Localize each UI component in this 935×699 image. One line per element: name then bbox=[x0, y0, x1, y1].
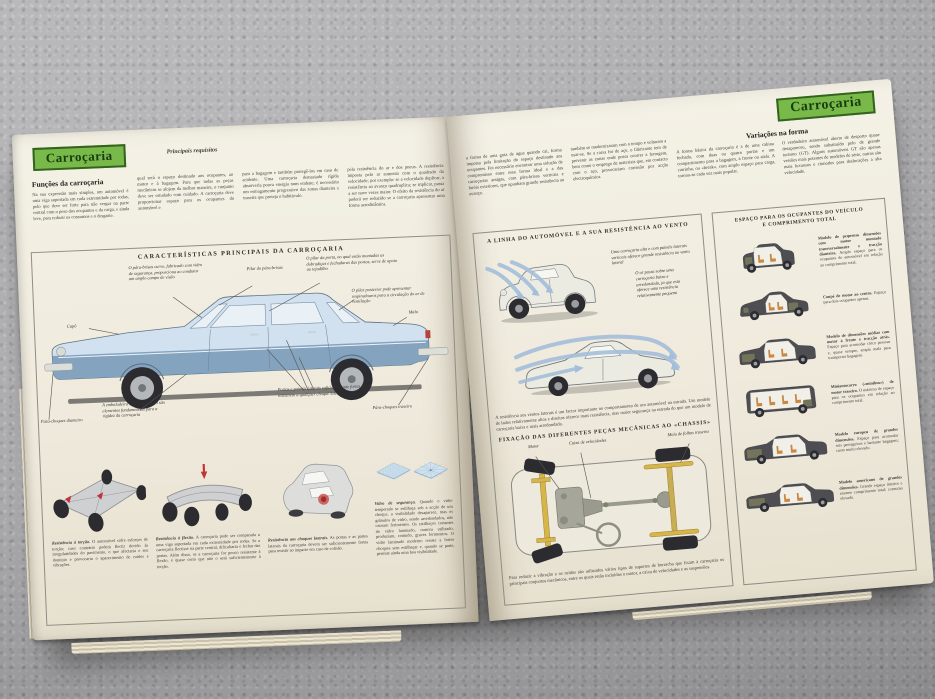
right-main-columns: A LINHA DO AUTOMÓVEL E A SUA RESISTÊNCIA… bbox=[472, 197, 917, 606]
intro-paragraph: para a bagagem e também protegê-los em c… bbox=[242, 167, 340, 201]
medium-sedan-cutaway bbox=[739, 338, 816, 368]
variations-paragraph: A forma básica da carroçaria é a de uma … bbox=[676, 141, 776, 179]
vehicle-row-small-car: Modelo de pequenas dimensões com motor m… bbox=[721, 224, 884, 283]
label-leader-lines bbox=[48, 282, 429, 420]
modern-coupe-illustration bbox=[514, 334, 680, 397]
old-car-illustration bbox=[485, 260, 598, 323]
wind-label-tall-body: Uma carroçaria alta e com painéis latera… bbox=[610, 242, 690, 266]
intro-column-2: qual será o espaço destinado aos ocupant… bbox=[137, 172, 235, 218]
vehicle-row-minibus: Miniautocarro («minibus») de motor trase… bbox=[733, 367, 896, 426]
large-euro-sedan-cutaway bbox=[744, 434, 828, 464]
chassis-label-gearbox: Caixa de velocidades bbox=[568, 437, 607, 446]
chassis-label-engine: Motor bbox=[527, 443, 540, 450]
figure-flexion: Resistência à flexão. A carroçaria pode … bbox=[152, 450, 263, 614]
intro-paragraph: pela resistência do ar e dos pneus. A re… bbox=[347, 162, 445, 208]
intro-column-3: para a bagagem e também protegê-los em c… bbox=[242, 167, 340, 213]
vehicle-caption: Modelo europeu de grandes dimensões. Esp… bbox=[834, 426, 899, 454]
vehicle-caption: Modelo de dimensões médias com motor à f… bbox=[826, 328, 891, 361]
figure-caption: Resistência à torção. O automóvel sofre … bbox=[51, 536, 149, 568]
right-page: Carroçaria a forma de uma gota de água q… bbox=[446, 78, 934, 622]
figure-caption: Resistência à flexão. A carroçaria pode … bbox=[155, 531, 261, 570]
intro-columns: Funções da carroçaria Na sua expressão m… bbox=[32, 163, 445, 222]
vehicle-caption: Coupé de motor ao centro. Espaço para do… bbox=[822, 288, 887, 305]
figure-torsion: Resistência à torção. O automóvel sofre … bbox=[48, 455, 151, 619]
figure-safety-glass: Vidro de segurança. Quando o vidro tempe… bbox=[372, 442, 457, 605]
variations-block: Variações na forma A forma básica da car… bbox=[675, 120, 882, 185]
safety-glass-illustration bbox=[376, 462, 448, 480]
car-label-hood: Capô bbox=[66, 323, 77, 329]
chassis-illustration bbox=[510, 443, 712, 564]
variations-paragraph: O verdadeiro automóvel aberto de desport… bbox=[781, 132, 882, 176]
vehicle-caption: Modelo de pequenas dimensões com motor m… bbox=[817, 230, 883, 268]
top-paragraph: a forma de uma gota de água quando cai, … bbox=[465, 147, 565, 197]
left-page: Carroçaria Principais requisitos Funções… bbox=[11, 116, 479, 641]
heading-funcoes-carrocaria: Funções da carroçaria bbox=[31, 177, 104, 190]
small-car-cutaway bbox=[742, 242, 795, 273]
wind-section-frame: A LINHA DO AUTOMÓVEL E A SUA RESISTÊNCIA… bbox=[472, 213, 734, 606]
vehicle-row-american-sedan: Modelo americano de grandes dimensões. G… bbox=[741, 463, 904, 522]
right-top-columns: a forma de uma gota de água quando cai, … bbox=[466, 120, 883, 203]
body-shell-illustration bbox=[283, 463, 354, 519]
car-label-sill: A embaladeira e o revestimento são eleme… bbox=[102, 399, 166, 419]
main-car-illustration bbox=[44, 282, 449, 420]
torsion-frame-illustration bbox=[53, 469, 147, 532]
car-label-rear-pillar: O pilar posterior pode apresentar respir… bbox=[351, 285, 425, 304]
vehicle-row-euro-sedan: Modelo europeu de grandes dimensões. Esp… bbox=[737, 415, 900, 474]
chassis-diagram: Motor Caixa de velocidades Mola de folha… bbox=[498, 428, 724, 572]
side-wind-arrows bbox=[485, 260, 554, 299]
minibus-cutaway bbox=[745, 384, 817, 417]
american-sedan-cutaway bbox=[746, 482, 834, 512]
intro-column-1: Funções da carroçaria Na sua expressão m… bbox=[32, 176, 130, 222]
diagram-frame: CARACTERÍSTICAS PRINCIPAIS DA CARROÇARIA bbox=[30, 234, 467, 626]
chassis-label-spring: Mola de folhas traseira bbox=[667, 428, 709, 438]
figure-side-impact: Resistência aos choques laterais. As por… bbox=[264, 445, 371, 609]
car-label-windshield: O pára-brisas curvo, fabricado com vidro… bbox=[128, 262, 203, 282]
vehicle-caption: Miniautocarro («minibus») de motor trase… bbox=[830, 378, 895, 406]
over-body-wind-arrows bbox=[514, 334, 680, 384]
figure-caption: Resistência aos choques laterais. As por… bbox=[267, 533, 369, 554]
figure-caption: Vidro de segurança. Quando o vidro tempe… bbox=[374, 497, 455, 557]
top-paragraph: também se modernizaram com o tempo e vol… bbox=[570, 138, 669, 182]
kicker-principais-requisitos: Principais requisitos bbox=[166, 147, 218, 156]
mid-engine-coupe-cutaway bbox=[740, 291, 809, 320]
vehicle-row-medium-sedan: Modelo de dimensões médias com motor à f… bbox=[729, 319, 892, 378]
space-section-frame: ESPAÇO PARA OS OCUPANTES DO VEÍCULO E CO… bbox=[711, 197, 917, 586]
intro-paragraph: Na sua expressão mais simples, um automó… bbox=[32, 188, 130, 222]
main-car-diagram: O pára-brisas curvo, fabricado com vidro… bbox=[32, 250, 458, 463]
wind-label-low-body: O ar passa sobre uma carroçaria baixa e … bbox=[635, 267, 681, 299]
intro-column-4: pela resistência do ar e dos pneus. A re… bbox=[347, 163, 445, 209]
vehicle-caption: Modelo americano de grandes dimensões. G… bbox=[838, 474, 903, 502]
intro-paragraph: qual será o espaço destinado aos ocupant… bbox=[136, 171, 235, 211]
flexion-frame-illustration bbox=[162, 463, 252, 527]
carrocaria-tab-left: Carroçaria bbox=[32, 144, 127, 172]
carrocaria-tab-right: Carroçaria bbox=[776, 90, 876, 122]
car-label-trunk: Mala bbox=[408, 309, 418, 315]
vehicle-row-coupe: Coupé de motor ao centro. Espaço para do… bbox=[725, 272, 888, 331]
open-book: Carroçaria Principais requisitos Funções… bbox=[5, 78, 934, 655]
resistance-figures-row: Resistência à torção. O automóvel sofre … bbox=[48, 442, 456, 619]
